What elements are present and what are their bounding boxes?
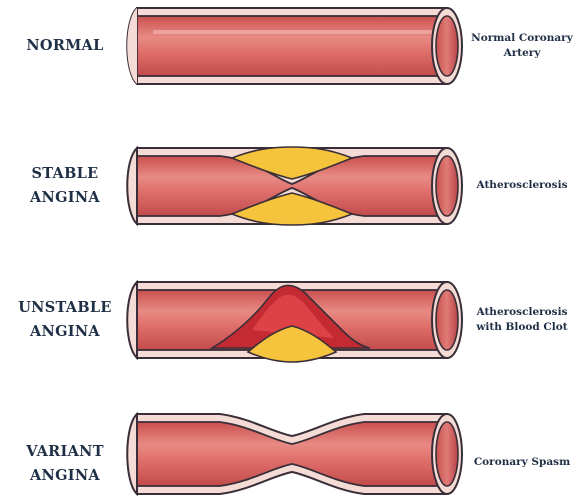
label-unstable-angina: UNSTABLE ANGINA [0, 296, 130, 344]
artery-opening-lumen [436, 422, 458, 486]
description-line: Atherosclerosis [460, 305, 584, 320]
artery-opening-lumen [436, 290, 458, 350]
label-line: STABLE [0, 162, 130, 186]
label-normal: NORMAL [0, 34, 130, 58]
label-line: ANGINA [0, 464, 130, 488]
label-variant-angina: VARIANT ANGINA [0, 440, 130, 488]
stable-angina-artery [127, 147, 462, 225]
artery-opening-lumen [436, 16, 458, 76]
description-unstable-angina: Atherosclerosis with Blood Clot [460, 305, 584, 335]
label-line: UNSTABLE [0, 296, 130, 320]
label-line: NORMAL [0, 34, 130, 58]
label-stable-angina: STABLE ANGINA [0, 162, 130, 210]
label-line: ANGINA [0, 320, 130, 344]
variant-angina-artery [127, 414, 462, 494]
description-line: Artery [460, 46, 584, 61]
normal-artery [127, 8, 462, 84]
spasm-lumen [137, 422, 447, 486]
description-line: Atherosclerosis [460, 178, 584, 193]
unstable-angina-artery [127, 282, 462, 362]
description-normal: Normal Coronary Artery [460, 31, 584, 61]
label-line: ANGINA [0, 186, 130, 210]
description-stable-angina: Atherosclerosis [460, 178, 584, 193]
label-line: VARIANT [0, 440, 130, 464]
artery-lumen [137, 16, 447, 76]
description-line: with Blood Clot [460, 320, 584, 335]
artery-opening-lumen [436, 156, 458, 216]
description-line: Normal Coronary [460, 31, 584, 46]
description-variant-angina: Coronary Spasm [460, 455, 584, 470]
description-line: Coronary Spasm [460, 455, 584, 470]
